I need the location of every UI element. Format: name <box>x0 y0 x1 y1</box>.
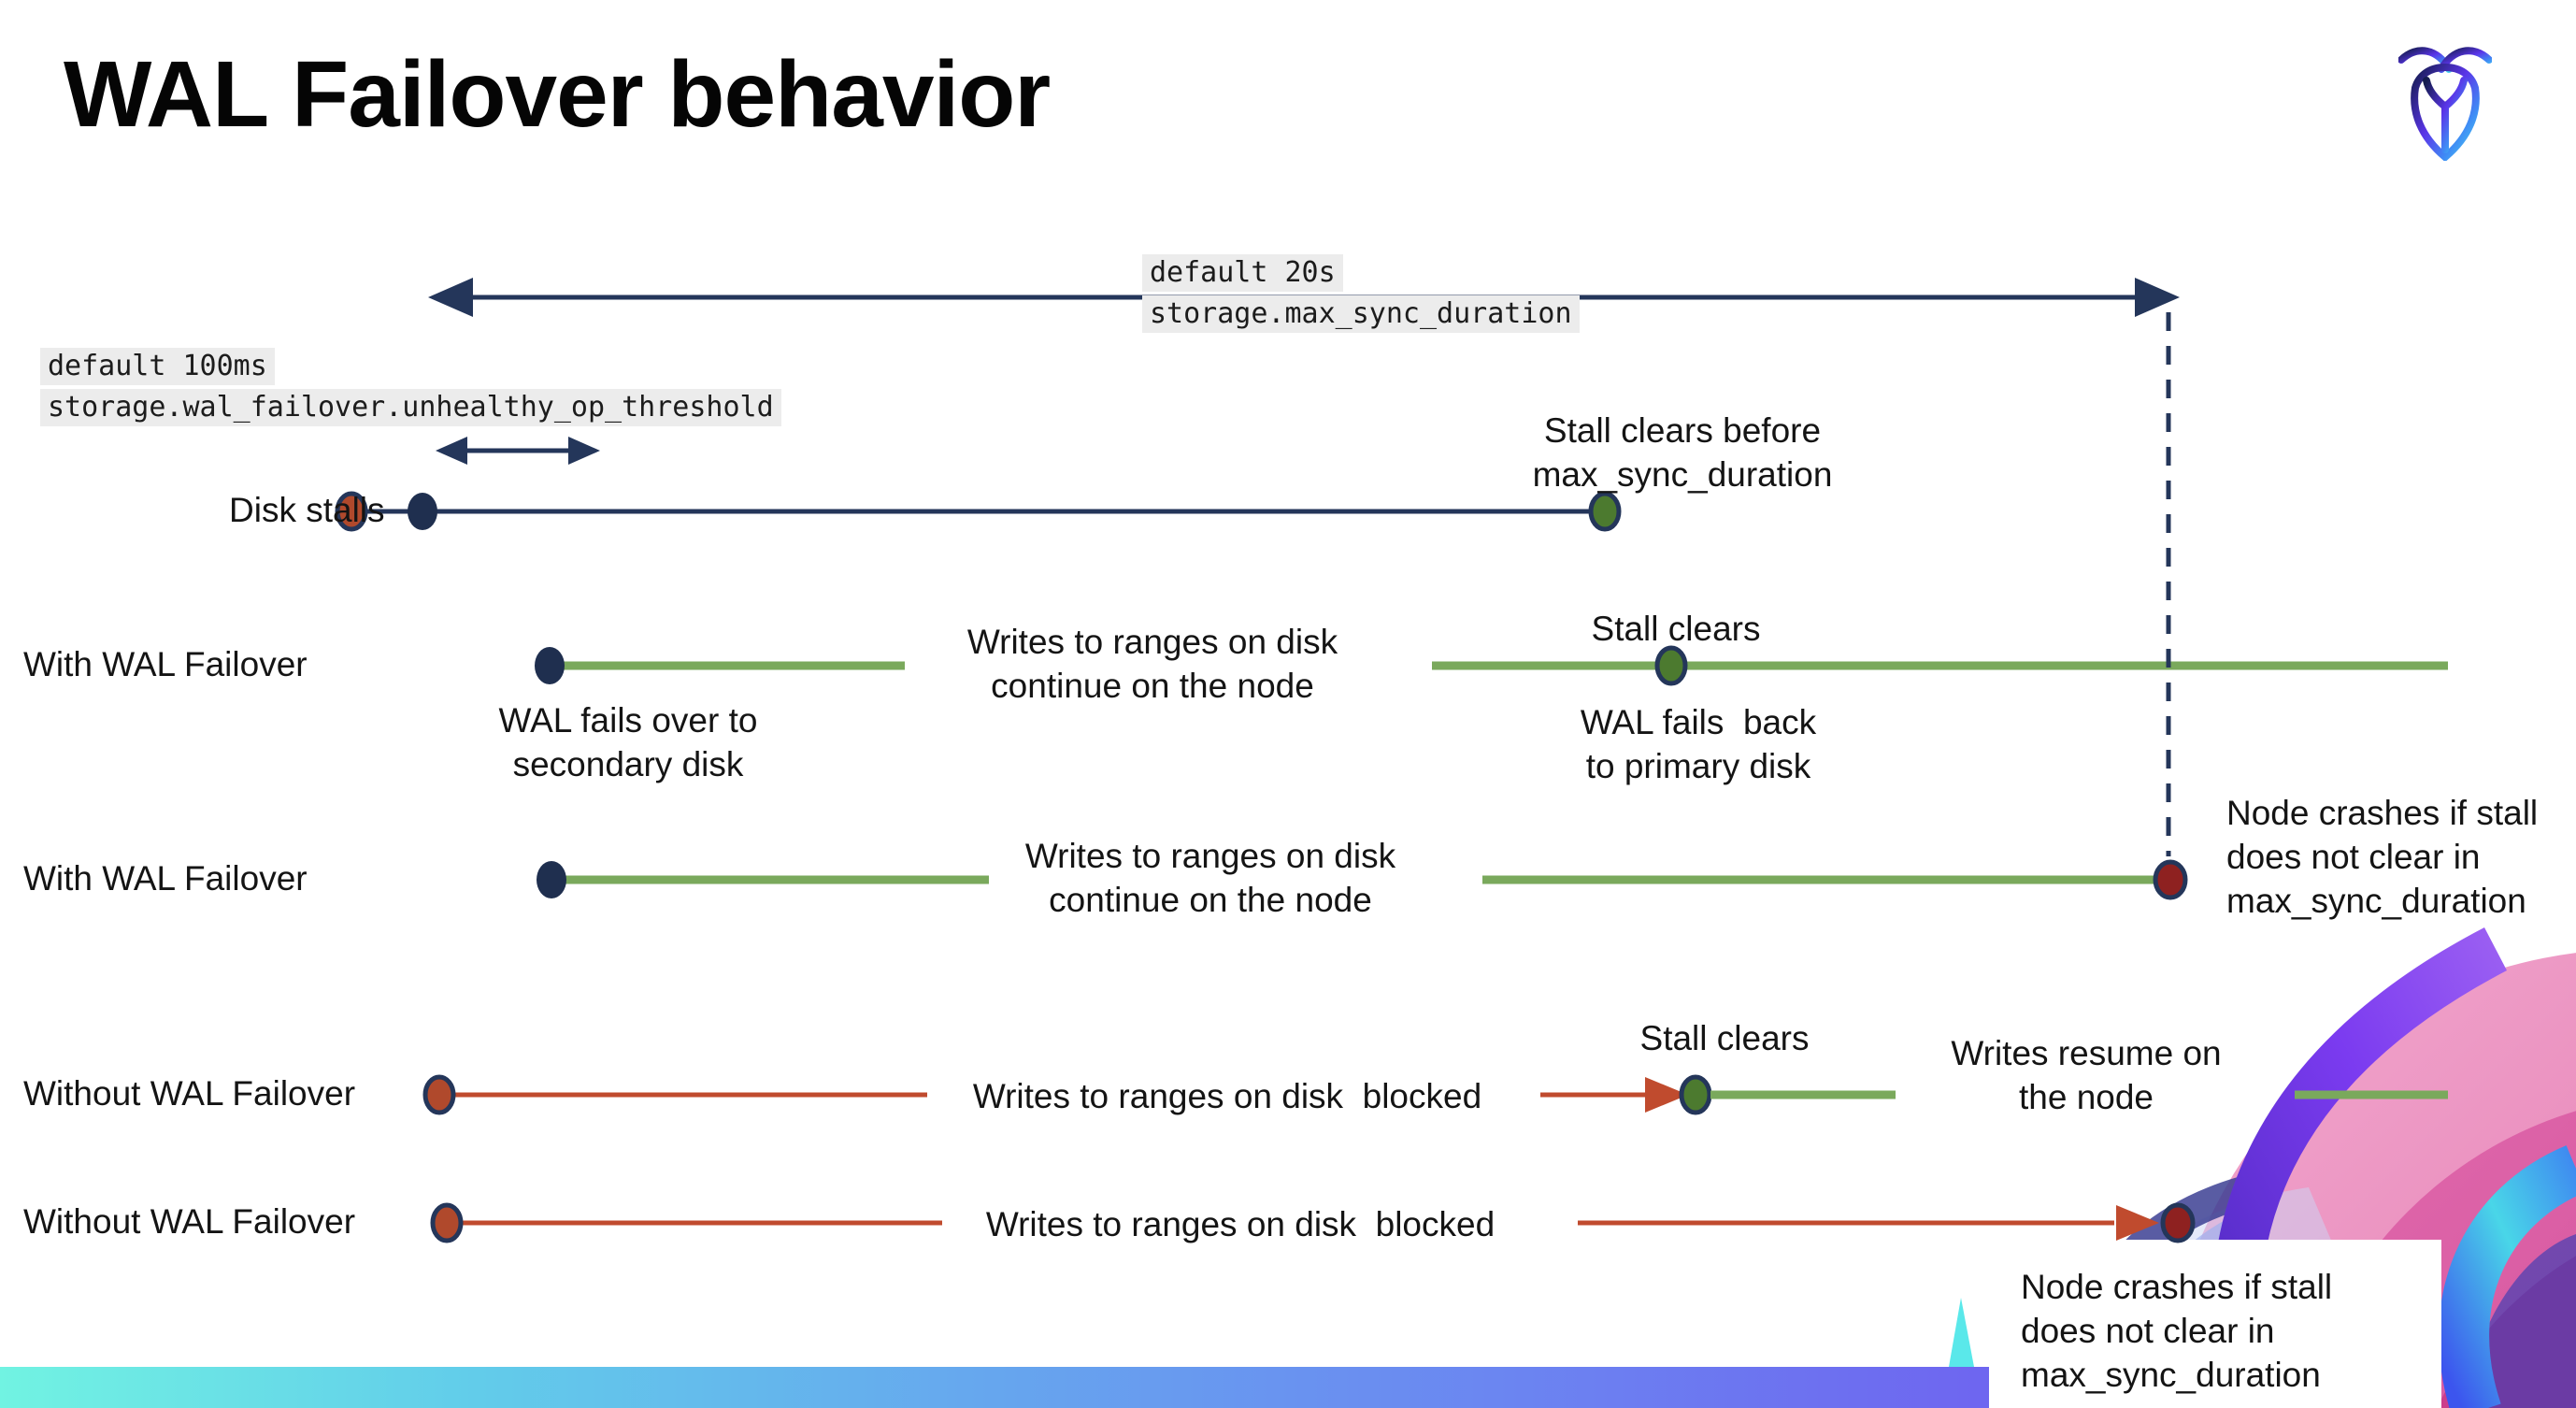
annotation-fails-back: WAL fails back to primary disk <box>1580 703 1817 785</box>
arrowhead-left <box>428 278 473 317</box>
blue-wedge <box>2463 1234 2576 1408</box>
annotation-node-crashes-2: Node crashes if stall does not clear in … <box>2021 1268 2333 1394</box>
node-crash-dot <box>2153 859 2188 900</box>
max-sync-default-label: default 20s <box>1142 254 1343 292</box>
annotation-fails-over: WAL fails over to secondary disk <box>498 701 758 783</box>
row-label-disk-stalls: Disk stalls <box>229 491 385 529</box>
annotation-writes-blocked-1: Writes to ranges on disk blocked <box>972 1077 1482 1115</box>
failover-dot <box>537 861 566 898</box>
arrowhead-left <box>436 437 467 465</box>
cyan-sliver <box>1949 1298 1974 1367</box>
node-crash-dot <box>2160 1202 2196 1243</box>
threshold-dot <box>408 493 437 530</box>
crash-callout-box <box>1989 1240 2441 1408</box>
row-label-with-wal-failover-1: With WAL Failover <box>23 645 308 683</box>
annotation-stall-clears-1: Stall clears <box>1591 610 1761 648</box>
cyan-arc <box>2439 1145 2576 1408</box>
annotation-writes-blocked-2: Writes to ranges on disk blocked <box>985 1205 1496 1243</box>
annotation-node-crashes-1: Node crashes if stall does not clear in … <box>2226 794 2539 920</box>
red-arrowhead <box>1645 1077 1688 1113</box>
timeline-with-failover-clears <box>535 645 2448 686</box>
stall-clears-dot <box>1654 645 1688 686</box>
threshold-default-label: default 100ms <box>40 348 275 385</box>
row-label-without-wal-failover-1: Without WAL Failover <box>23 1074 356 1113</box>
row-label-with-wal-failover-2: With WAL Failover <box>23 859 308 898</box>
red-arrowhead <box>2116 1205 2159 1241</box>
arrowhead-right <box>568 437 600 465</box>
stall-start-dot <box>422 1074 456 1115</box>
arrowhead-right <box>2135 278 2180 317</box>
annotation-writes-continue-2: Writes to ranges on disk continue on the… <box>1024 837 1396 919</box>
threshold-setting-label: storage.wal_failover.unhealthy_op_thresh… <box>40 389 781 426</box>
timeline-without-failover-clears <box>422 1074 2448 1115</box>
unhealthy-op-threshold-arrow <box>436 437 600 465</box>
stall-clears-dot <box>1588 491 1622 532</box>
unhealthy-op-threshold-labels: default 100ms storage.wal_failover.unhea… <box>40 348 781 430</box>
timeline-disk-stalls <box>335 491 1622 532</box>
max-sync-setting-label: storage.max_sync_duration <box>1142 295 1580 333</box>
body-outline <box>2411 63 2480 161</box>
stall-clears-dot <box>1679 1074 1712 1115</box>
annotation-writes-resume: Writes resume on the node <box>1951 1034 2222 1116</box>
row-label-without-wal-failover-2: Without WAL Failover <box>23 1202 356 1241</box>
page-title: WAL Failover behavior <box>64 42 1051 147</box>
failover-dot <box>535 647 565 684</box>
annotation-stall-clears-before: Stall clears before max_sync_duration <box>1532 411 1833 494</box>
max-sync-duration-labels: default 20s storage.max_sync_duration <box>1142 254 1580 337</box>
timeline-without-failover-crash <box>430 1202 2196 1243</box>
annotation-writes-continue-1: Writes to ranges on disk continue on the… <box>966 623 1338 705</box>
timeline-with-failover-crash <box>537 861 2157 898</box>
annotation-stall-clears-2: Stall clears <box>1639 1019 1810 1057</box>
cockroachdb-logo-icon <box>2398 47 2492 161</box>
stall-start-dot <box>430 1202 464 1243</box>
stall-start-dot <box>335 491 368 532</box>
body-vein <box>2423 77 2468 153</box>
